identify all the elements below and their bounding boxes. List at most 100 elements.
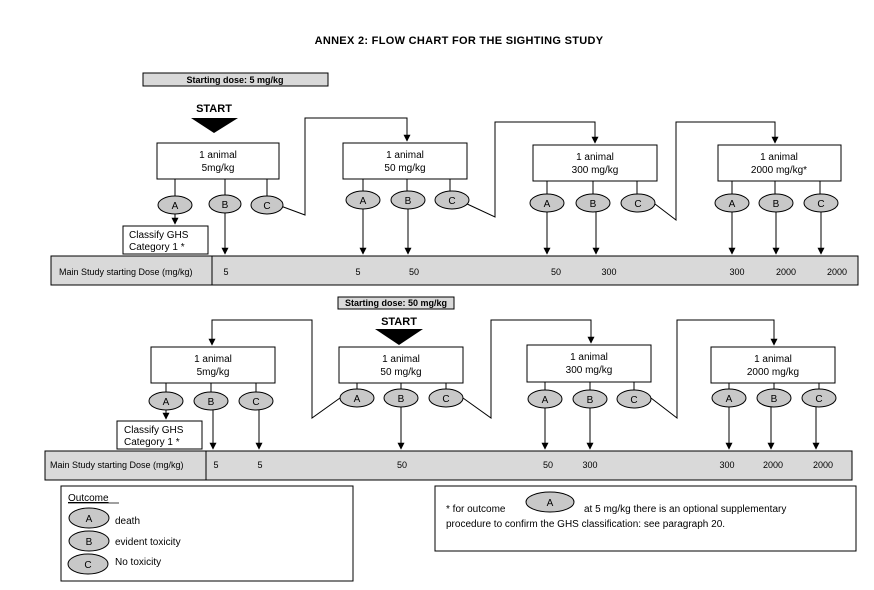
- svg-text:5: 5: [355, 267, 360, 277]
- svg-text:C: C: [630, 395, 637, 406]
- main-study-dose-band: [44, 450, 853, 481]
- dose-box-300: 1 animal 300 mg/kg: [532, 144, 658, 182]
- box-stems: [174, 179, 821, 198]
- dose-box-2000: 1 animal 2000 mg/kg: [710, 346, 836, 384]
- svg-text:1 animal: 1 animal: [194, 354, 232, 365]
- outcome-arrows: [171, 209, 825, 255]
- svg-text:A: A: [542, 395, 549, 406]
- svg-text:C: C: [815, 394, 822, 405]
- svg-text:50: 50: [551, 267, 561, 277]
- svg-text:50: 50: [397, 460, 407, 470]
- starting-dose-box: [142, 72, 329, 87]
- svg-text:B: B: [405, 196, 412, 207]
- svg-text:300: 300: [729, 267, 744, 277]
- svg-text:A: A: [354, 394, 361, 405]
- classify-ghs-box: [116, 420, 203, 450]
- dose-box-50: 1 animal 50 mg/kg: [342, 142, 468, 180]
- dose-box-300: 1 animal 300 mg/kg: [526, 344, 652, 383]
- start-arrow: [375, 329, 423, 345]
- outcome-legend: Outcome A death B evident toxicity C No …: [60, 485, 354, 582]
- main-study-dose-band: [50, 255, 859, 286]
- svg-text:C: C: [252, 397, 259, 408]
- dose-box-2000: 1 animal 2000 mg/kg*: [717, 144, 842, 182]
- svg-text:Classify GHS: Classify GHS: [124, 425, 184, 436]
- svg-text:C: C: [84, 560, 91, 571]
- svg-text:2000 mg/kg*: 2000 mg/kg*: [751, 165, 807, 176]
- svg-text:5: 5: [213, 460, 218, 470]
- svg-text:B: B: [86, 537, 93, 548]
- outcome-ellipses: A B C A B C A B C A B C: [148, 388, 837, 411]
- legend-a-ellipse: [68, 507, 110, 529]
- starting-dose-label: Starting dose: 5 mg/kg: [186, 75, 283, 85]
- stage-connectors: [277, 117, 779, 222]
- svg-text:C: C: [634, 199, 641, 210]
- svg-text:C: C: [442, 394, 449, 405]
- svg-text:C: C: [263, 201, 270, 212]
- svg-text:B: B: [398, 394, 405, 405]
- chart-title: ANNEX 2: FLOW CHART FOR THE SIGHTING STU…: [315, 35, 604, 47]
- start-label: START: [196, 103, 232, 115]
- svg-text:300: 300: [601, 267, 616, 277]
- svg-text:C: C: [448, 196, 455, 207]
- stage-connectors: [208, 319, 778, 420]
- svg-text:1 animal: 1 animal: [760, 152, 798, 163]
- svg-text:A: A: [726, 394, 733, 405]
- svg-text:Main Study starting Dose (mg/k: Main Study starting Dose (mg/kg): [59, 267, 193, 277]
- svg-text:50: 50: [409, 267, 419, 277]
- svg-text:A: A: [547, 498, 554, 509]
- svg-text:Classify GHS: Classify GHS: [129, 230, 189, 241]
- footnote-a-ellipse: [525, 491, 575, 513]
- svg-text:1 animal: 1 animal: [382, 354, 420, 365]
- legend-b-ellipse: [68, 530, 110, 552]
- svg-text:300 mg/kg: 300 mg/kg: [572, 165, 619, 176]
- starting-dose-label: Starting dose: 50 mg/kg: [345, 298, 447, 308]
- svg-text:B: B: [773, 199, 780, 210]
- svg-text:A: A: [163, 397, 170, 408]
- svg-text:C: C: [817, 199, 824, 210]
- svg-text:1 animal: 1 animal: [199, 150, 237, 161]
- svg-text:5: 5: [257, 460, 262, 470]
- svg-text:300: 300: [719, 460, 734, 470]
- legend-b-text: evident toxicity: [115, 537, 181, 548]
- svg-text:2000: 2000: [776, 267, 796, 277]
- footnote-prefix: * for outcome: [446, 504, 506, 515]
- dose-box-5: 1 animal 5mg/kg: [150, 346, 276, 384]
- footnote-line1: at 5 mg/kg there is an optional suppleme…: [584, 504, 786, 515]
- legend-a-text: death: [115, 516, 140, 527]
- svg-text:A: A: [729, 199, 736, 210]
- svg-text:B: B: [587, 395, 594, 406]
- outcome-ellipses: A B C A B C A B C A B C: [157, 190, 839, 215]
- outcome-arrows: [162, 407, 820, 450]
- svg-text:1 animal: 1 animal: [570, 352, 608, 363]
- start-arrow: [191, 118, 238, 133]
- svg-text:A: A: [86, 514, 93, 525]
- svg-text:2000: 2000: [827, 267, 847, 277]
- svg-text:300: 300: [582, 460, 597, 470]
- svg-text:300 mg/kg: 300 mg/kg: [566, 365, 613, 376]
- svg-text:A: A: [544, 199, 551, 210]
- panel-1: Starting dose: 5 mg/kg START 1 animal 5m…: [50, 72, 859, 286]
- svg-text:B: B: [222, 200, 229, 211]
- svg-text:B: B: [771, 394, 778, 405]
- band-dose-values: 5 5 50 50 300 300 2000 2000: [223, 267, 847, 277]
- svg-text:50: 50: [543, 460, 553, 470]
- dose-box-5: 1 animal 5mg/kg: [156, 142, 280, 180]
- band-dose-values: 5 5 50 50 300 300 2000 2000: [213, 460, 833, 470]
- svg-text:1 animal: 1 animal: [576, 152, 614, 163]
- svg-text:5: 5: [223, 267, 228, 277]
- legend-c-text: No toxicity: [115, 557, 161, 568]
- svg-text:5mg/kg: 5mg/kg: [202, 163, 235, 174]
- legend-title: Outcome: [68, 493, 109, 504]
- svg-text:Category 1 *: Category 1 *: [124, 437, 180, 448]
- start-label: START: [381, 316, 417, 328]
- svg-text:2000: 2000: [763, 460, 783, 470]
- svg-text:B: B: [208, 397, 215, 408]
- footnote-line2: procedure to confirm the GHS classificat…: [446, 519, 725, 530]
- svg-text:Category 1 *: Category 1 *: [129, 242, 185, 253]
- classify-ghs-box: [122, 225, 209, 255]
- svg-text:A: A: [172, 201, 179, 212]
- footnote-box: * for outcome A at 5 mg/kg there is an o…: [434, 485, 857, 552]
- starting-dose-box: [337, 296, 455, 310]
